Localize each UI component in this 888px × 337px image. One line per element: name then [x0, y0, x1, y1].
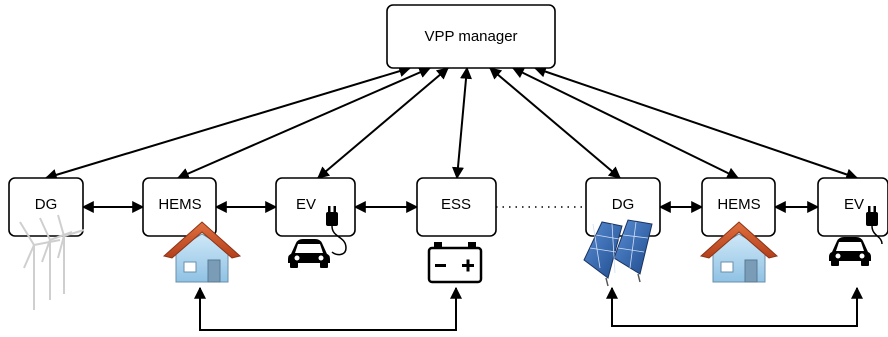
vpp-manager-node[interactable]: VPP manager	[386, 4, 556, 69]
car-icon	[829, 237, 871, 266]
ev-right-label: EV	[844, 196, 864, 213]
link-manager-ev-right	[533, 65, 859, 181]
dg-left-node[interactable]: DG	[8, 177, 84, 237]
battery-icon	[427, 242, 483, 284]
hems-right-node[interactable]: HEMS	[701, 177, 776, 237]
solar-panel-icon	[583, 219, 653, 287]
link-hems-left-ess	[194, 286, 462, 331]
dg-left-label: DG	[35, 196, 58, 213]
link-manager-ev-left	[317, 67, 449, 179]
ess-node[interactable]: ESS	[416, 177, 497, 237]
manager-links	[44, 65, 859, 181]
link-manager-hems-right	[511, 67, 740, 179]
bottom-links	[194, 286, 863, 331]
ev-left-node[interactable]: EV	[275, 177, 356, 237]
ess-label: ESS	[441, 196, 471, 213]
ev-left-label: EV	[296, 196, 316, 213]
plug-icon	[866, 206, 883, 245]
link-manager-hems-left	[176, 66, 432, 180]
hems-right-label: HEMS	[717, 196, 760, 213]
house-icon	[699, 221, 779, 283]
dg-right-node[interactable]: DG	[585, 177, 661, 237]
car-icon	[288, 239, 330, 268]
hems-left-node[interactable]: HEMS	[142, 177, 217, 237]
link-manager-dg-left	[44, 65, 412, 181]
hems-left-label: HEMS	[158, 196, 201, 213]
house-icon	[162, 221, 242, 283]
plug-icon	[326, 206, 347, 256]
dg-right-label: DG	[612, 196, 635, 213]
ev-right-node[interactable]: EV	[817, 177, 888, 237]
wind-turbine-icon	[19, 214, 85, 310]
link-manager-dg-right	[489, 67, 621, 179]
link-manager-ess	[452, 66, 472, 180]
vpp-manager-label: VPP manager	[424, 28, 517, 45]
link-solar-ev-right	[606, 286, 863, 327]
